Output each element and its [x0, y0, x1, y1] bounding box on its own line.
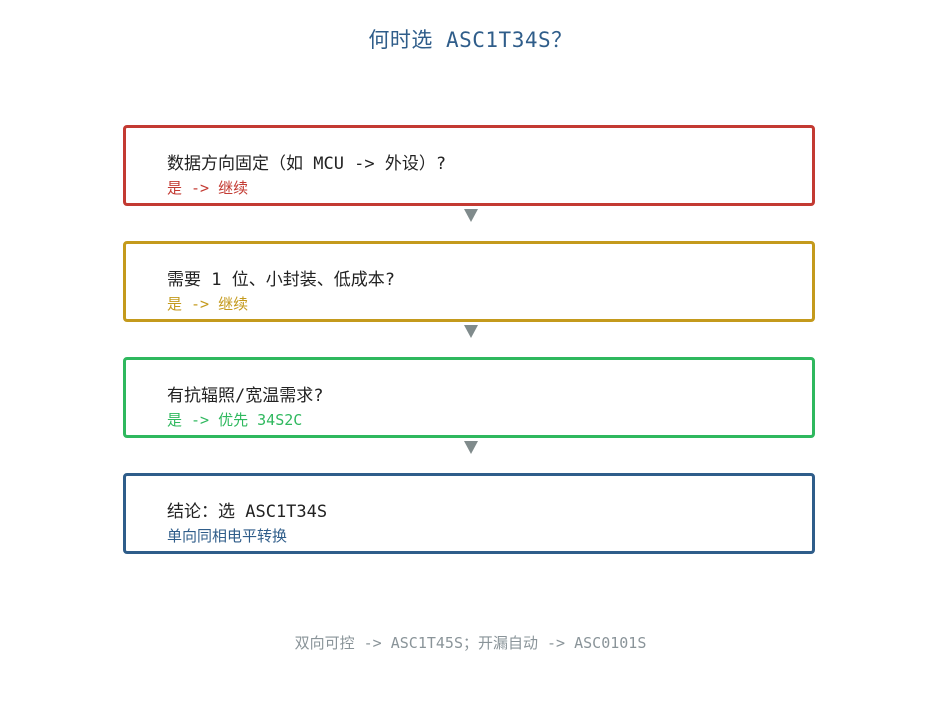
down-arrow-icon	[464, 209, 478, 222]
step-question: 数据方向固定（如 MCU -> 外设）?	[167, 154, 447, 174]
step-box-direction: 数据方向固定（如 MCU -> 外设）? 是 -> 继续	[123, 125, 815, 206]
step-question: 结论：选 ASC1T34S	[167, 502, 328, 522]
step-answer: 是 -> 优先 34S2C	[167, 411, 303, 429]
step-answer: 是 -> 继续	[167, 179, 249, 197]
down-arrow-icon	[464, 441, 478, 454]
step-answer: 是 -> 继续	[167, 295, 249, 313]
step-box-radiation: 有抗辐照/宽温需求? 是 -> 优先 34S2C	[123, 357, 815, 438]
step-answer: 单向同相电平转换	[167, 527, 288, 545]
step-box-size-cost: 需要 1 位、小封装、低成本? 是 -> 继续	[123, 241, 815, 322]
footer-note: 双向可控 -> ASC1T45S；开漏自动 -> ASC0101S	[294, 634, 647, 652]
down-arrow-icon	[464, 325, 478, 338]
diagram-title: 何时选 ASC1T34S？	[368, 28, 573, 52]
step-question: 有抗辐照/宽温需求?	[167, 386, 324, 406]
step-question: 需要 1 位、小封装、低成本?	[167, 270, 395, 290]
step-box-conclusion: 结论：选 ASC1T34S 单向同相电平转换	[123, 473, 815, 554]
